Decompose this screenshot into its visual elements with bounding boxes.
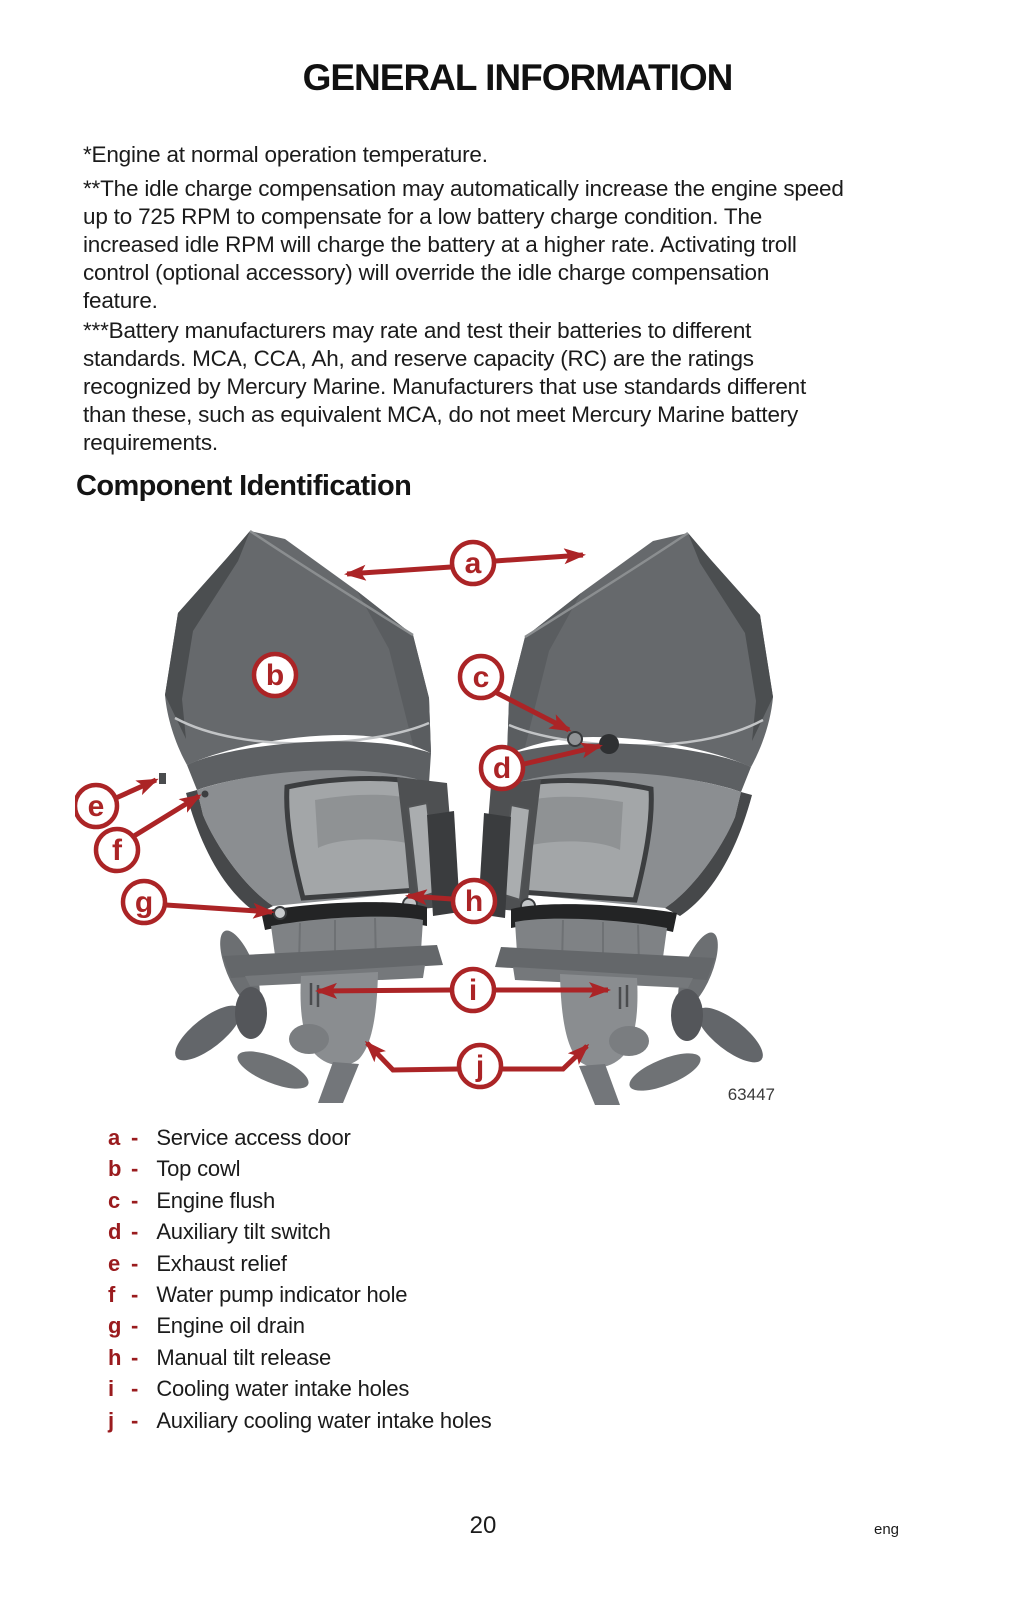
legend-dash: - — [131, 1281, 139, 1307]
legend-item-g: g- Engine oil drain — [108, 1310, 808, 1341]
legend-letter: e — [108, 1250, 121, 1276]
component-identification-figure: a b c d e — [72, 513, 805, 1105]
legend-label: Auxiliary cooling water intake holes — [156, 1407, 492, 1433]
legend-letter: b — [108, 1156, 122, 1182]
svg-text:b: b — [266, 659, 284, 692]
legend-item-d: d- Auxiliary tilt switch — [108, 1216, 808, 1247]
auxiliary-tilt-switch — [599, 734, 619, 754]
legend-item-b: b- Top cowl — [108, 1153, 808, 1184]
legend-dash: - — [131, 1376, 139, 1402]
water-pump-indicator-hole — [201, 790, 209, 798]
legend-dash: - — [131, 1250, 139, 1276]
legend-label: Auxiliary tilt switch — [156, 1219, 331, 1245]
legend-item-a: a- Service access door — [108, 1122, 808, 1153]
page-title: GENERAL INFORMATION — [302, 57, 734, 98]
svg-text:a: a — [465, 547, 482, 580]
paragraph-battery-ratings: ***Battery manufacturers may rate and te… — [83, 318, 807, 455]
callout-c: c — [457, 653, 505, 701]
legend-label: Engine flush — [156, 1187, 276, 1213]
svg-text:e: e — [88, 790, 105, 823]
legend-dash: - — [131, 1125, 139, 1150]
page-number: 20 — [469, 1512, 497, 1539]
legend-dash: - — [131, 1344, 139, 1370]
legend-letter: i — [108, 1376, 114, 1402]
svg-text:j: j — [475, 1050, 484, 1083]
legend-dash: - — [131, 1156, 139, 1182]
callout-f: f — [93, 826, 141, 874]
legend-dash: - — [131, 1187, 139, 1213]
legend-letter: f — [108, 1281, 116, 1307]
callout-e: e — [72, 782, 120, 830]
legend-label: Top cowl — [156, 1156, 241, 1182]
legend-dash: - — [131, 1407, 139, 1433]
outboard-motor-diagram: a b c d e — [72, 513, 805, 1105]
legend-letter: h — [108, 1344, 122, 1370]
callout-g: g — [120, 878, 168, 926]
legend-letter: d — [108, 1219, 122, 1245]
outboard-motor-left — [165, 531, 460, 1103]
callout-b: b — [251, 651, 299, 699]
svg-text:g: g — [135, 886, 153, 919]
callout-badges: a b c d e — [72, 539, 526, 1090]
paragraph-engine-temp: *Engine at normal operation temperature. — [83, 142, 488, 167]
legend-item-e: e- Exhaust relief — [108, 1248, 808, 1279]
engine-flush-port — [567, 731, 583, 747]
legend-letter: c — [108, 1187, 121, 1213]
callout-j: j — [456, 1042, 504, 1090]
svg-text:i: i — [469, 974, 477, 1007]
svg-text:d: d — [493, 752, 511, 785]
legend-letter: g — [108, 1313, 122, 1339]
legend-label: Engine oil drain — [156, 1313, 305, 1339]
legend-item-j: j- Auxiliary cooling water intake holes — [108, 1405, 808, 1436]
outboard-motor-right — [478, 533, 773, 1105]
paragraph-idle-charge: **The idle charge compensation may autom… — [83, 176, 844, 313]
legend-label: Water pump indicator hole — [156, 1281, 408, 1307]
legend-item-f: f- Water pump indicator hole — [108, 1279, 808, 1310]
callout-a: a — [449, 539, 497, 587]
legend-label: Exhaust relief — [156, 1250, 287, 1276]
legend-label: Service access door — [156, 1125, 351, 1150]
legend-label: Cooling water intake holes — [156, 1376, 410, 1402]
svg-text:c: c — [473, 661, 490, 694]
callout-arrows — [114, 548, 611, 1073]
legend-letter: j — [108, 1407, 114, 1433]
engine-oil-drain — [273, 906, 287, 920]
callout-i: i — [449, 966, 497, 1014]
svg-text:f: f — [112, 834, 123, 867]
language-code: eng — [874, 1521, 900, 1538]
legend-dash: - — [131, 1313, 139, 1339]
legend-letter: a — [108, 1125, 121, 1150]
callout-d: d — [478, 744, 526, 792]
component-legend: a- Service access door b- Top cowl c- En… — [108, 1122, 808, 1436]
callout-h: h — [450, 877, 498, 925]
legend-dash: - — [131, 1219, 139, 1245]
legend-label: Manual tilt release — [156, 1344, 332, 1370]
figure-number: 63447 — [728, 1085, 775, 1104]
legend-item-h: h- Manual tilt release — [108, 1342, 808, 1373]
svg-text:h: h — [465, 885, 483, 918]
section-heading-component-identification: Component Identification — [76, 470, 412, 502]
legend-item-c: c- Engine flush — [108, 1185, 808, 1216]
exhaust-relief-vent — [159, 773, 166, 784]
legend-item-i: i- Cooling water intake holes — [108, 1373, 808, 1404]
